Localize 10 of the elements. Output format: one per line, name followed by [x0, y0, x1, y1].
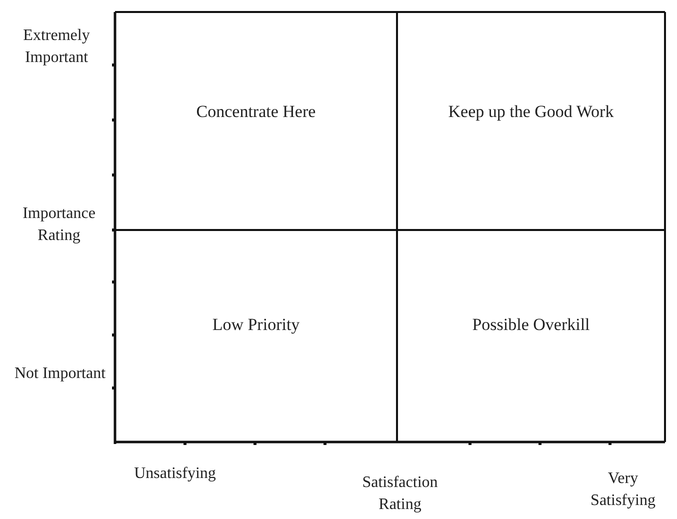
y-axis-label: Importance Rating	[22, 204, 96, 246]
x-axis-label: Very Satisfying	[590, 469, 656, 511]
y-axis-label: Not Important	[13, 364, 107, 384]
x-axis-label: Unsatisfying	[133, 464, 217, 484]
quadrant-label: Low Priority	[212, 314, 300, 336]
x-axis-label: Satisfaction Rating	[361, 473, 439, 515]
quadrant-label: Possible Overkill	[472, 314, 590, 336]
quadrant-label: Concentrate Here	[196, 101, 316, 123]
y-axis-label: Extremely Important	[22, 26, 91, 68]
quadrant-label: Keep up the Good Work	[448, 101, 614, 123]
